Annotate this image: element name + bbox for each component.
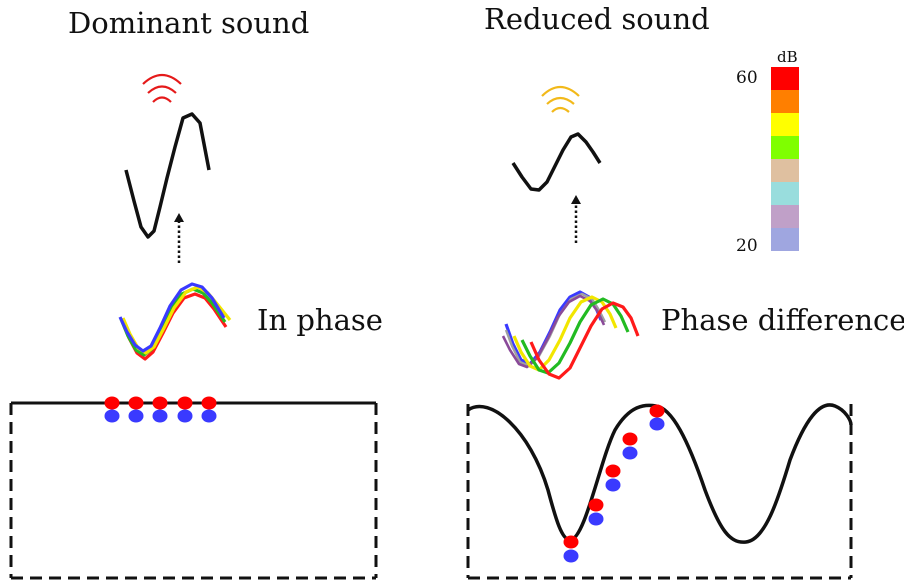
colorbar-unit-label: dB [777,48,798,66]
spatial-sinusoid [467,403,853,544]
left-medium-box [9,401,378,580]
colorbar-min-label: 20 [736,236,758,256]
phase-differences-label: Phase differences [661,303,904,337]
arrow-head-left [174,213,184,222]
phase-shifted-waves [501,290,640,380]
in-phase-label: In phase [257,303,383,337]
colorbar-max-label: 60 [736,68,758,88]
db-colorbar [771,67,799,251]
arrow-head-right [571,195,581,204]
phase-shift-dots [563,404,665,563]
left-title: Dominant sound [68,6,310,40]
in-phase-waves [118,282,232,361]
in-phase-dots [104,396,217,423]
right-medium-box [466,404,853,580]
sound-source-icon-right [541,85,580,113]
dominant-wave [124,112,211,239]
reduced-wave [511,132,602,192]
right-title: Reduced sound [484,2,710,36]
sound-source-icon-left [142,73,182,103]
